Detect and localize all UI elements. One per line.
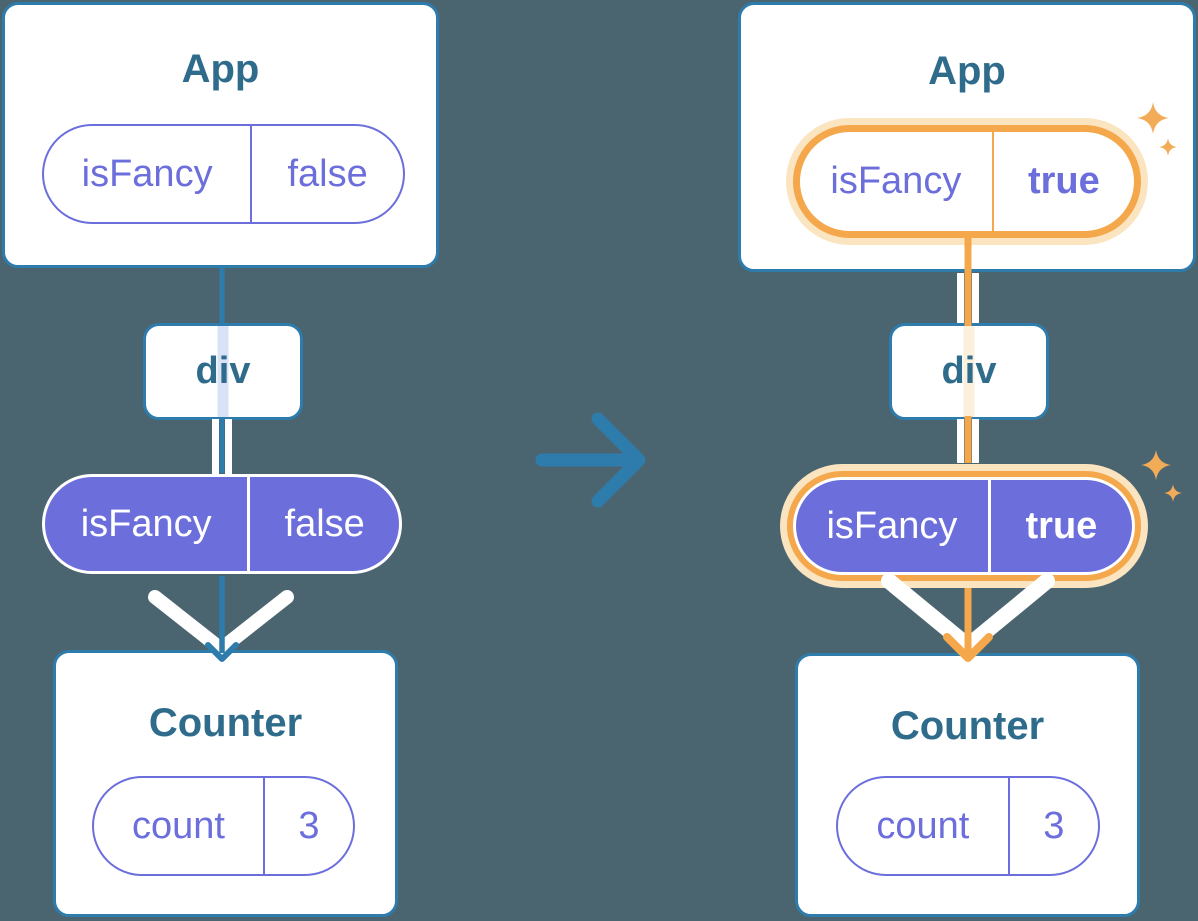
prop-name-label: isFancy bbox=[796, 480, 991, 572]
prop-flow-stripe bbox=[217, 326, 229, 417]
counter-state-pill: count 3 bbox=[92, 776, 355, 876]
state-name-label: count bbox=[94, 778, 265, 874]
passed-prop-pill-before: isFancy false bbox=[42, 474, 402, 574]
state-value-label: 3 bbox=[298, 804, 320, 847]
state-name-label: count bbox=[838, 778, 1010, 874]
app-title: App bbox=[181, 47, 260, 91]
div-label: div bbox=[195, 350, 251, 392]
prop-flow-chevron-icon bbox=[148, 590, 294, 656]
counter-title: Counter bbox=[890, 704, 1045, 748]
div-card-before: div bbox=[143, 323, 303, 420]
prop-flow-stripe bbox=[963, 326, 975, 417]
counter-title: Counter bbox=[148, 701, 303, 745]
state-name-label: isFancy bbox=[44, 126, 253, 222]
passed-prop-pill-inner: isFancy true bbox=[796, 480, 1132, 572]
state-name-label: isFancy bbox=[800, 132, 994, 231]
prop-flow-chevron-icon bbox=[881, 573, 1055, 654]
state-value-label: true bbox=[1027, 160, 1100, 202]
app-card-after: App isFancy true bbox=[738, 2, 1196, 272]
prop-name-label: isFancy bbox=[45, 477, 251, 571]
app-card-before: App isFancy false bbox=[2, 2, 439, 268]
div-label: div bbox=[941, 350, 997, 392]
state-value-label: false bbox=[287, 152, 368, 195]
counter-card-after: Counter count 3 bbox=[795, 653, 1140, 917]
counter-state-pill: count 3 bbox=[836, 776, 1100, 876]
transition-right-arrow-icon bbox=[591, 412, 646, 508]
app-state-pill: isFancy false bbox=[42, 124, 405, 224]
sparkle-icon bbox=[1141, 450, 1171, 480]
sparkle-icon bbox=[1164, 484, 1182, 502]
div-card-after: div bbox=[889, 323, 1049, 420]
counter-card-before: Counter count 3 bbox=[53, 650, 398, 917]
state-value-label: 3 bbox=[1043, 804, 1065, 847]
app-state-pill-highlighted: isFancy true bbox=[793, 125, 1141, 238]
passed-prop-pill-after-highlighted: isFancy true bbox=[787, 471, 1141, 581]
app-title: App bbox=[928, 49, 1006, 93]
prop-value-label: true bbox=[1025, 504, 1098, 547]
prop-value-label: false bbox=[284, 502, 365, 545]
